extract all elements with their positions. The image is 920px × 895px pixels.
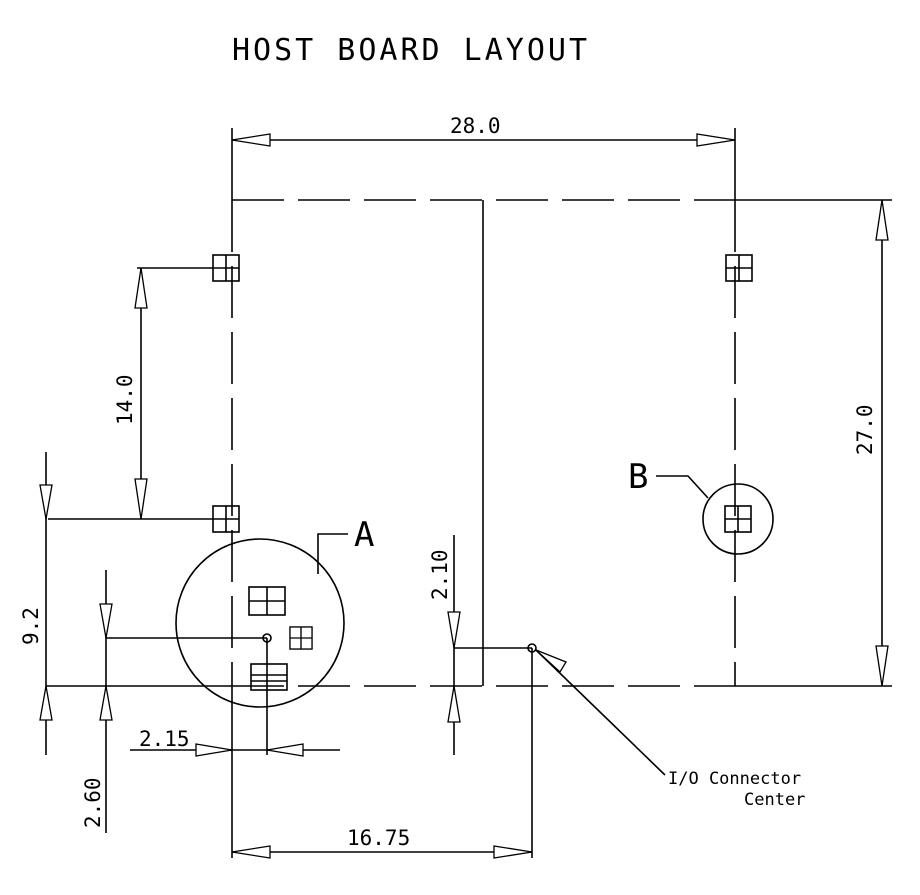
dimension-circle-a-offset: 2.60 — [81, 570, 112, 833]
dimension-width: 28.0 — [232, 114, 735, 200]
dimension-height: 27.0 — [853, 200, 888, 686]
mount-square-top-left — [213, 255, 239, 281]
dimension-hole-spacing-label: 14.0 — [113, 374, 137, 425]
label-b: B — [628, 457, 648, 497]
dimension-bottom-offset: 9.2 — [19, 452, 232, 755]
dimension-connector-y-label: 2.10 — [428, 549, 452, 600]
connector-leader: I/O Connector Center — [536, 650, 805, 810]
drawing-title: HOST BOARD LAYOUT — [232, 33, 590, 68]
dimension-circle-a-x-label: 2.15 — [139, 727, 190, 751]
dimension-circle-a-x: 2.15 — [130, 727, 340, 756]
label-a-leader: A — [318, 515, 374, 574]
dimension-circle-a-offset-label: 2.60 — [81, 777, 105, 828]
connector-label-line2: Center — [744, 790, 805, 810]
mount-square-mid-left — [213, 506, 239, 532]
connector-center: 2.10 — [428, 535, 536, 755]
dimension-hole-spacing: 14.0 — [48, 268, 213, 519]
mount-square-top-right — [726, 255, 752, 281]
dimension-height-label: 27.0 — [853, 404, 877, 455]
label-a: A — [354, 515, 374, 555]
board-outline — [232, 200, 892, 686]
dimension-bottom-offset-label: 9.2 — [19, 607, 43, 645]
circle-a — [106, 539, 344, 755]
dimension-width-label: 28.0 — [450, 114, 501, 138]
dimension-connector-x-label: 16.75 — [347, 826, 410, 850]
circle-b: B — [628, 457, 773, 554]
connector-label-line1: I/O Connector — [668, 769, 801, 789]
dimension-connector-x: 16.75 — [232, 648, 532, 858]
